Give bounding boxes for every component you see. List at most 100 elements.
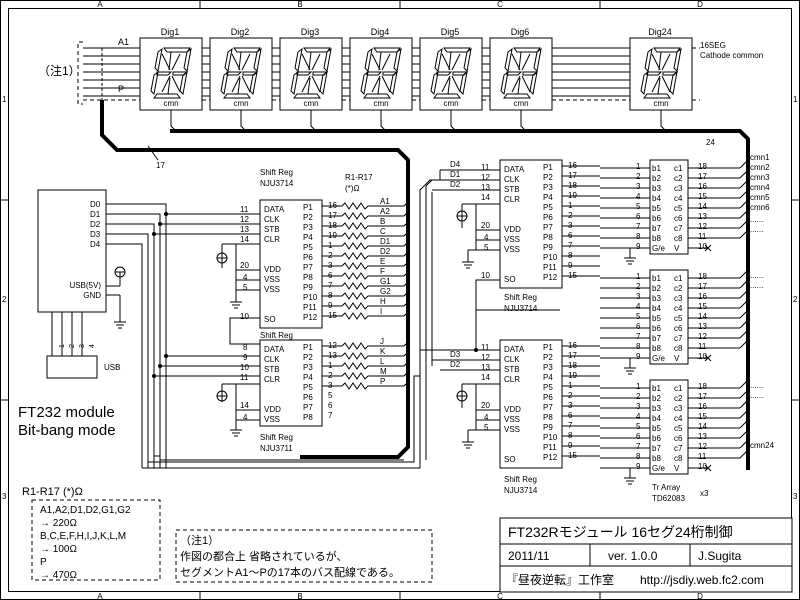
tr-out-num-9: 10 (698, 242, 707, 251)
tr-out-num-2: 17 (698, 392, 707, 401)
sr-lt-pin-so: SO (264, 315, 276, 324)
cmn-entry (739, 439, 749, 449)
srb-num-13: 13 (481, 363, 490, 372)
sr-lt-pin-vss2: VSS (264, 285, 280, 294)
sr-lb-pin-stb: STB (264, 365, 280, 374)
srt-input-d4: D4 (450, 160, 461, 169)
srt-num-4: 4 (484, 233, 489, 242)
note-title: （注1） (180, 533, 219, 547)
tr-in-num-4: 4 (636, 192, 641, 201)
tr-pin-b6: b6 (652, 434, 661, 443)
sr-lb-pin-p6: P6 (303, 393, 313, 402)
shift-left-top-part: NJU3714 (260, 179, 294, 188)
note-marker: （注1） (38, 63, 81, 78)
cmn-entry (739, 219, 749, 229)
bus-entry (403, 341, 409, 347)
digit-cmn: cmn (653, 99, 668, 108)
srb-num-4: 4 (484, 413, 489, 422)
bus-entry (403, 231, 409, 237)
tr-pin-c1: c1 (674, 164, 683, 173)
cmn-entry (739, 169, 749, 179)
cmn-entry (739, 209, 749, 219)
dots-3: ...... (750, 381, 763, 390)
srb-input-d3: D3 (450, 350, 461, 359)
srb-pin-clk: CLK (504, 355, 520, 364)
bus-label-p: P (118, 84, 124, 94)
cmn-entry (739, 419, 749, 429)
cmn-label-dots-1: ...... (750, 215, 763, 224)
tr-out-num-6: 13 (698, 322, 707, 331)
shift_right_top-pin-p1: P1 (543, 163, 553, 172)
digit-label: Dig4 (371, 27, 390, 37)
tr-in-num-5: 5 (636, 312, 641, 321)
tr-in-num-7: 7 (636, 442, 641, 451)
row-label-3-right: 3 (793, 492, 798, 501)
cmn-entry (739, 379, 749, 389)
display-type-line2: Cathode common (700, 51, 763, 60)
tr-in-num-7: 7 (636, 222, 641, 231)
bus-entry (403, 351, 409, 357)
digit-24: Dig24 cmn (629, 27, 693, 111)
tr-in-num-6: 6 (636, 322, 641, 331)
tr-out-num-8: 11 (698, 232, 707, 241)
note-box: （注1） 作図の都合上 省略されているが、 セグメントA1〜Pの17本のバス配線… (175, 529, 433, 583)
tr-in-num-6: 6 (636, 212, 641, 221)
tr-pin-c3: c3 (674, 404, 683, 413)
srb-num-14: 14 (481, 373, 490, 382)
shift_right_top-pin-p10: P10 (543, 253, 558, 262)
tr-in-num-7: 7 (636, 332, 641, 341)
tr-in-num-3: 3 (636, 402, 641, 411)
digit-cmn: cmn (163, 99, 178, 108)
shift_right_top-pin-p2: P2 (543, 173, 553, 182)
sr-lt-caption: Shift Reg (260, 331, 293, 340)
shift_right_top-pin-p6: P6 (543, 213, 553, 222)
shift-left-top-name: Shift Reg (260, 168, 293, 177)
tr-pin-b7: b7 (652, 334, 661, 343)
digit-cmn: cmn (303, 99, 318, 108)
row-label-2-right: 2 (793, 295, 798, 304)
title-block-studio: 『昼夜逆転』工作室 (506, 572, 614, 587)
tr-pin-b8: b8 (652, 454, 661, 463)
bus-entry (403, 371, 409, 377)
segment-label-11: I (380, 307, 382, 316)
tr-pin-b8: b8 (652, 344, 661, 353)
sr-lb-num-8: 8 (243, 343, 248, 352)
srb-input-d2: D2 (450, 360, 461, 369)
sr-lt-pin-data: DATA (264, 205, 285, 214)
srt-pin-clk: CLK (504, 175, 520, 184)
tr-pin-b3: b3 (652, 294, 661, 303)
resistor (341, 292, 369, 300)
col-label-b-bottom: B (297, 592, 302, 600)
resistor (341, 382, 369, 390)
resistor-star: (*)Ω (345, 184, 359, 193)
ground-symbol (624, 367, 636, 375)
tr-pin-c3: c3 (674, 184, 683, 193)
sr-lt-pin-p1: P1 (303, 203, 313, 212)
tr-out-num-1: 18 (698, 162, 707, 171)
cmn-entry (739, 389, 749, 399)
sr-lt-num-13: 13 (240, 225, 249, 234)
bus-entry (403, 241, 409, 247)
tr-out-num-3: 16 (698, 292, 707, 301)
digit-cmn: cmn (513, 99, 528, 108)
cmn-entry (739, 279, 749, 289)
col-label-c-bottom: C (497, 592, 503, 600)
tr-pin-c8: c8 (674, 234, 683, 243)
srt-num-13: 13 (481, 183, 490, 192)
display-type-line1: 16SEG (700, 41, 726, 50)
tr-out-num-4: 15 (698, 412, 707, 421)
tr-in-num-9: 9 (636, 462, 641, 471)
cmn-label-dots-2: ...... (750, 225, 763, 234)
cmn-bus: 24 (170, 110, 750, 470)
resistor (341, 242, 369, 250)
segment-label-7: F (380, 267, 385, 276)
tr-out-num-8: 11 (698, 342, 707, 351)
srb-num-11: 11 (481, 343, 490, 352)
tr-in-num-4: 4 (636, 412, 641, 421)
segment-label-5: D2 (380, 247, 391, 256)
sr-lt-num-10: 10 (240, 312, 249, 321)
cmn-entry (739, 189, 749, 199)
digit-label: Dig6 (511, 27, 530, 37)
